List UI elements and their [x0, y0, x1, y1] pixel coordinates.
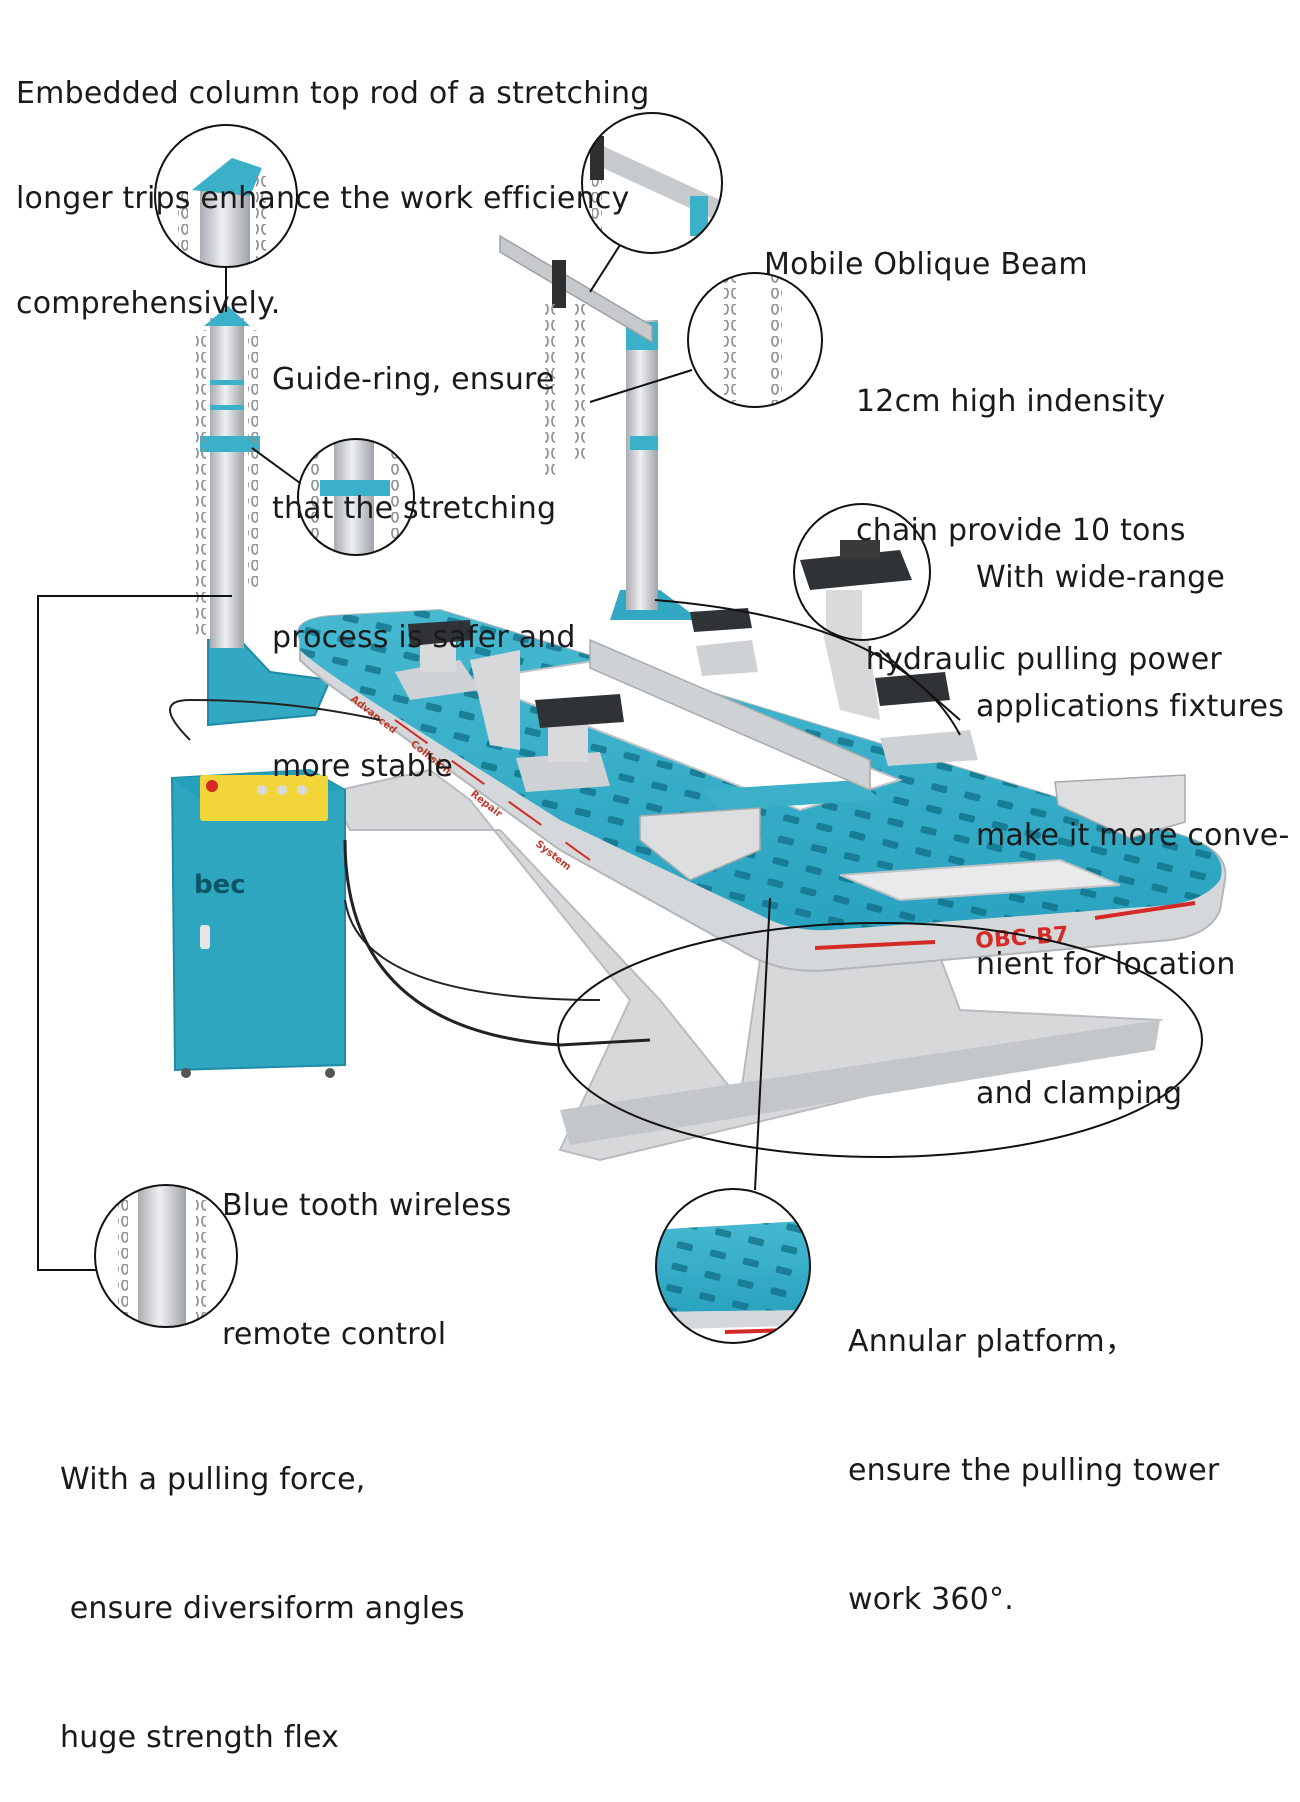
- product-illustration: OBC-B7 Advanced Collision Repair System …: [37, 112, 1227, 1344]
- callout-annular: Annular platform， ensure the pulling tow…: [848, 1324, 1220, 1617]
- callout-guide-ring: Guide-ring, ensure that the stretching p…: [272, 362, 576, 784]
- callout-oblique-beam: Mobile Oblique Beam: [764, 247, 1088, 282]
- callout-pulling-force: With a pulling force, ensure diversiform…: [60, 1462, 465, 1755]
- detail-top-rod: [154, 124, 298, 268]
- chain-icon: [178, 190, 188, 267]
- detail-pulling-force: [94, 1184, 238, 1328]
- detail-guide-ring: [297, 438, 415, 556]
- callout-fixtures: With wide-range applications fixtures ma…: [976, 560, 1290, 1111]
- right-pulling-tower: [499, 234, 700, 620]
- callout-chain: 12cm high indensity chain provide 10 ton…: [856, 384, 1222, 677]
- brand-logo: bec: [194, 870, 246, 900]
- detail-oblique-beam: [581, 112, 723, 254]
- hydraulic-cabinet: bec: [169, 698, 651, 1078]
- base-stand: [328, 768, 1164, 1162]
- control-button-icon: [206, 780, 218, 792]
- leader-lines: [37, 244, 1203, 1271]
- detail-annular-platform: [655, 1188, 811, 1344]
- callout-embedded-rod: Embedded column top rod of a stretching …: [16, 76, 650, 321]
- clamp-fixture-icon: [395, 580, 1186, 881]
- callout-bluetooth: Blue tooth wireless remote control: [222, 1188, 512, 1352]
- detail-fixture: [793, 503, 931, 641]
- detail-chain: [687, 272, 823, 408]
- left-pulling-tower: [196, 306, 332, 727]
